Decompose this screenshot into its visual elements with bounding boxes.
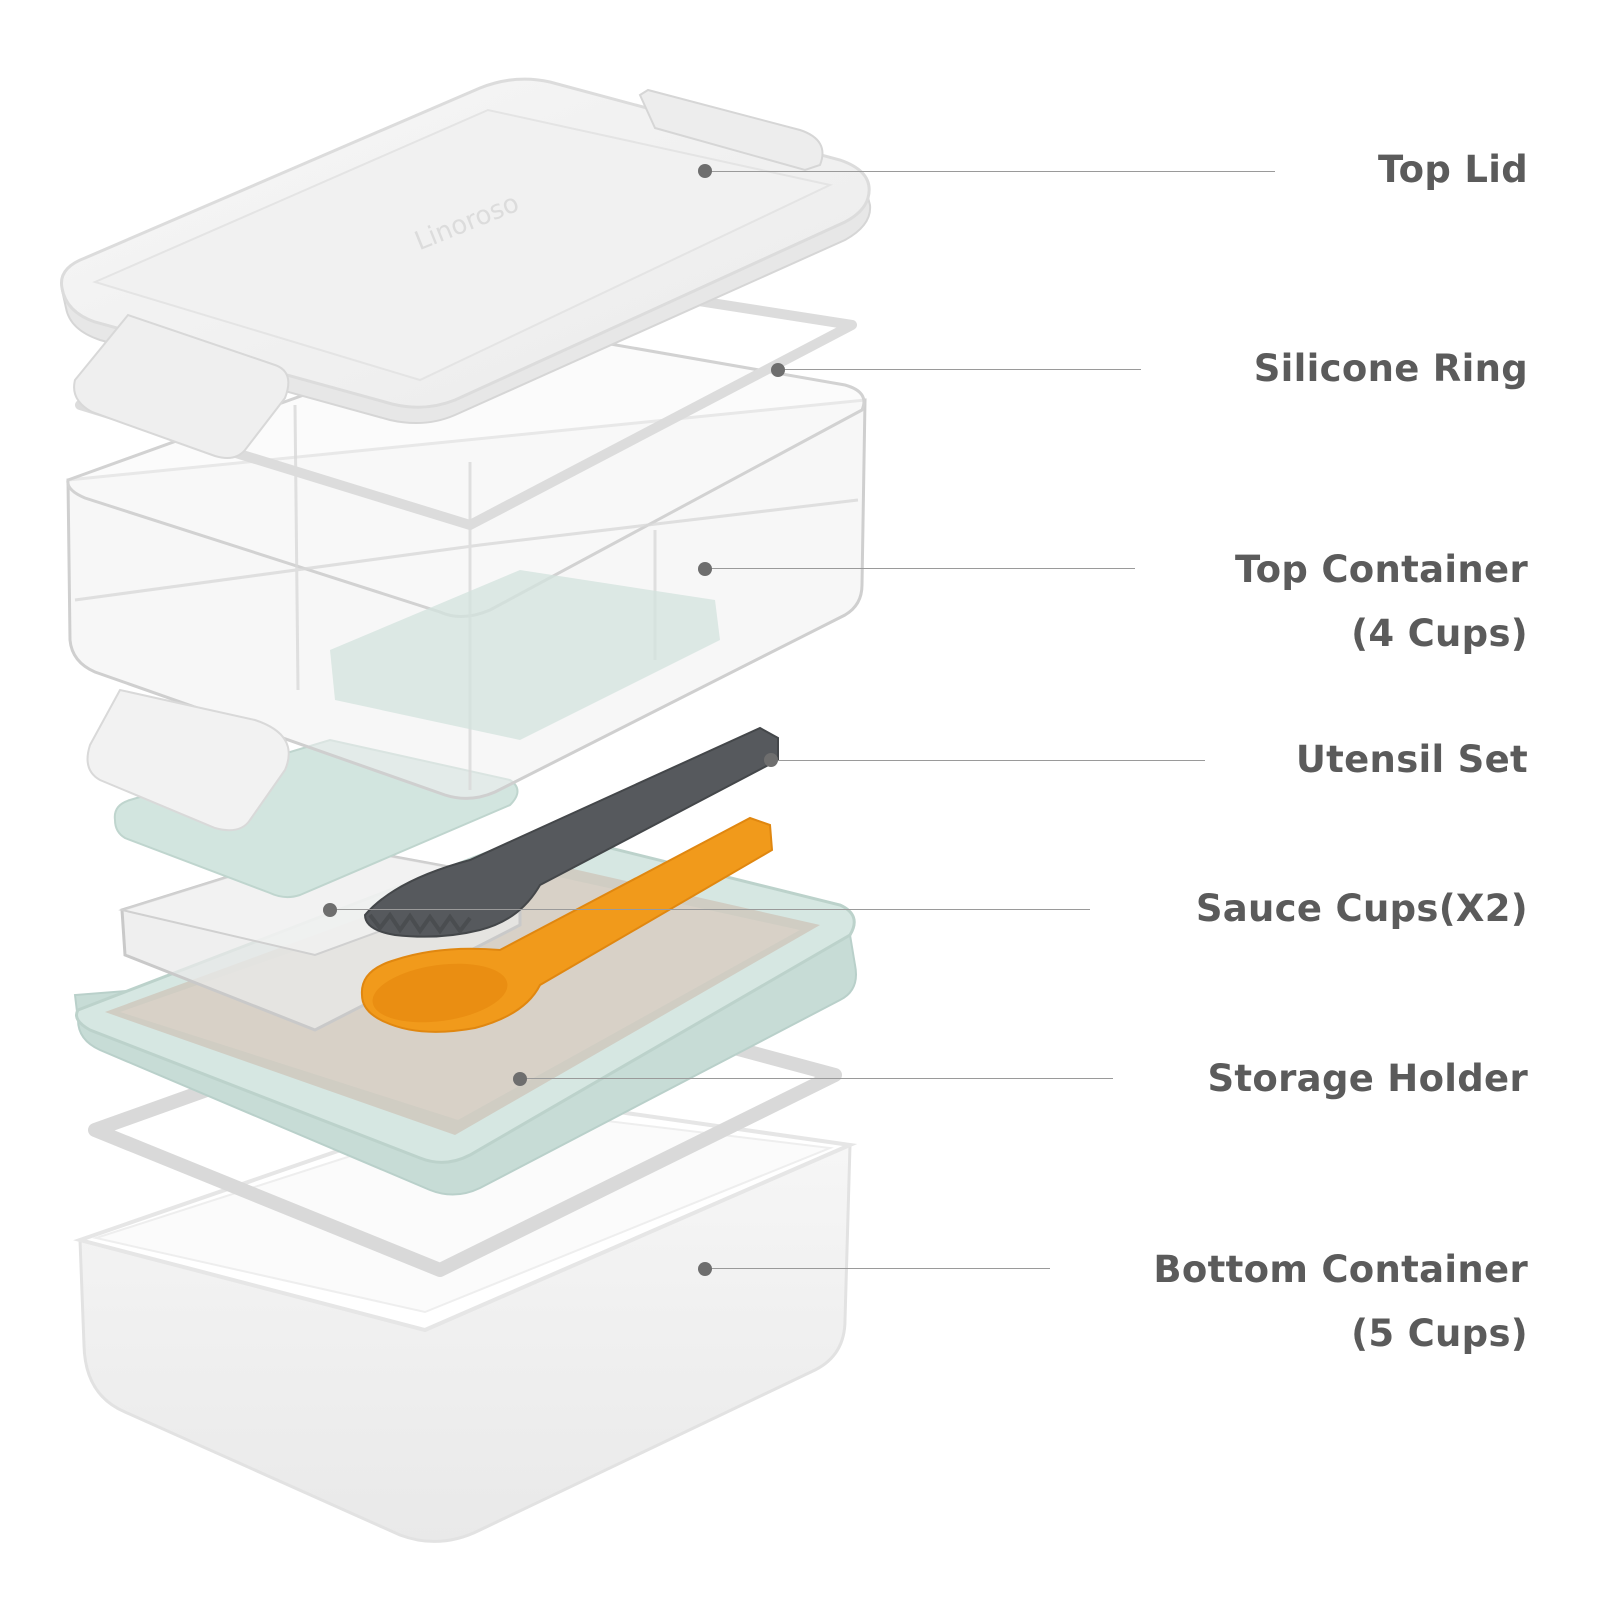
leader-line-top-lid	[710, 171, 1275, 172]
leader-line-utensil-set	[775, 760, 1205, 761]
anchor-dot-storage-holder	[513, 1072, 527, 1086]
label-silicone-ring: Silicone Ring	[1254, 337, 1528, 401]
anchor-dot-utensil-set	[764, 753, 778, 767]
label-sauce-cups: Sauce Cups(X2)	[1196, 877, 1528, 941]
utensil-set-part	[360, 726, 779, 1033]
label-storage-holder: Storage Holder	[1207, 1047, 1528, 1111]
anchor-dot-silicone-ring	[771, 363, 785, 377]
anchor-dot-sauce-cups	[323, 903, 337, 917]
anchor-dot-bottom-container	[698, 1262, 712, 1276]
label-top-container-line-2: (4 Cups)	[1351, 612, 1528, 655]
label-silicone-ring-line-1: Silicone Ring	[1253, 347, 1528, 390]
label-bottom-container-line-1: Bottom Container	[1153, 1248, 1528, 1291]
leader-line-top-container	[710, 568, 1135, 569]
anchor-dot-top-lid	[698, 164, 712, 178]
label-utensil-set: Utensil Set	[1296, 728, 1528, 792]
label-bottom-container-line-2: (5 Cups)	[1351, 1312, 1528, 1355]
leader-line-silicone-ring	[783, 369, 1141, 370]
label-utensil-set-line-1: Utensil Set	[1295, 738, 1528, 781]
leader-line-storage-holder	[525, 1078, 1113, 1079]
top-container-part	[66, 326, 867, 832]
label-storage-holder-line-1: Storage Holder	[1207, 1057, 1528, 1100]
leader-line-bottom-container	[710, 1268, 1050, 1269]
anchor-dot-top-container	[698, 562, 712, 576]
label-top-container: Top Container (4 Cups)	[1235, 538, 1528, 666]
label-top-lid-line-1: Top Lid	[1378, 148, 1528, 191]
top-lid-part: Linoroso	[59, 77, 872, 459]
bottom-container-part	[73, 1092, 858, 1543]
leader-line-sauce-cups	[335, 909, 1090, 910]
label-sauce-cups-line-1: Sauce Cups(X2)	[1195, 887, 1528, 930]
label-top-lid: Top Lid	[1378, 138, 1528, 202]
label-top-container-line-1: Top Container	[1235, 548, 1528, 591]
label-bottom-container: Bottom Container (5 Cups)	[1153, 1238, 1528, 1366]
